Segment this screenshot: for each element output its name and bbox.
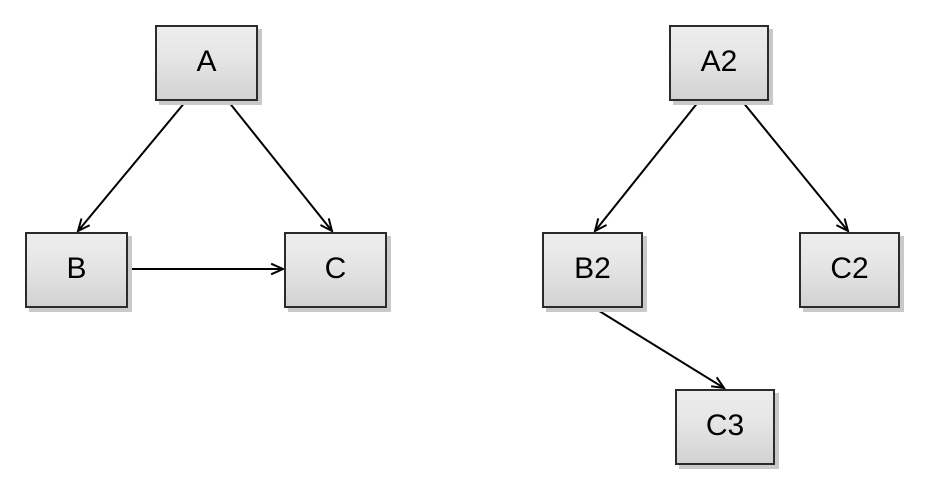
edge-a2-to-c2 <box>741 100 850 233</box>
edge-a-to-b <box>76 100 187 233</box>
edge-line <box>741 100 848 231</box>
arrowhead-icon <box>835 218 850 233</box>
node-label: A2 <box>700 45 738 78</box>
node-c2[interactable]: C2 <box>799 232 900 308</box>
edge-a2-to-b2 <box>593 100 700 233</box>
node-label: C <box>324 252 347 285</box>
node-c[interactable]: C <box>284 232 387 308</box>
edge-b2-to-c3 <box>595 308 727 390</box>
node-label: C3 <box>705 409 745 442</box>
edge-a-to-c <box>227 100 334 233</box>
edge-line <box>595 100 700 231</box>
edge-b-to-c <box>129 262 286 276</box>
node-a2[interactable]: A2 <box>669 25 769 101</box>
arrowhead-icon <box>76 218 91 233</box>
arrowhead-icon <box>270 262 286 276</box>
arrowhead-icon <box>710 376 727 390</box>
node-c3[interactable]: C3 <box>675 389 775 465</box>
node-label: B2 <box>574 252 611 285</box>
edge-line <box>78 100 187 231</box>
node-a[interactable]: A <box>155 25 258 101</box>
arrowhead-icon <box>593 218 608 233</box>
arrowhead-icon <box>319 218 334 233</box>
node-label: A <box>196 45 217 78</box>
node-b[interactable]: B <box>25 232 128 308</box>
node-label: C2 <box>830 252 869 285</box>
edge-line <box>595 308 723 388</box>
node-label: B <box>66 252 87 285</box>
edge-line <box>227 100 332 231</box>
node-b2[interactable]: B2 <box>542 232 643 308</box>
